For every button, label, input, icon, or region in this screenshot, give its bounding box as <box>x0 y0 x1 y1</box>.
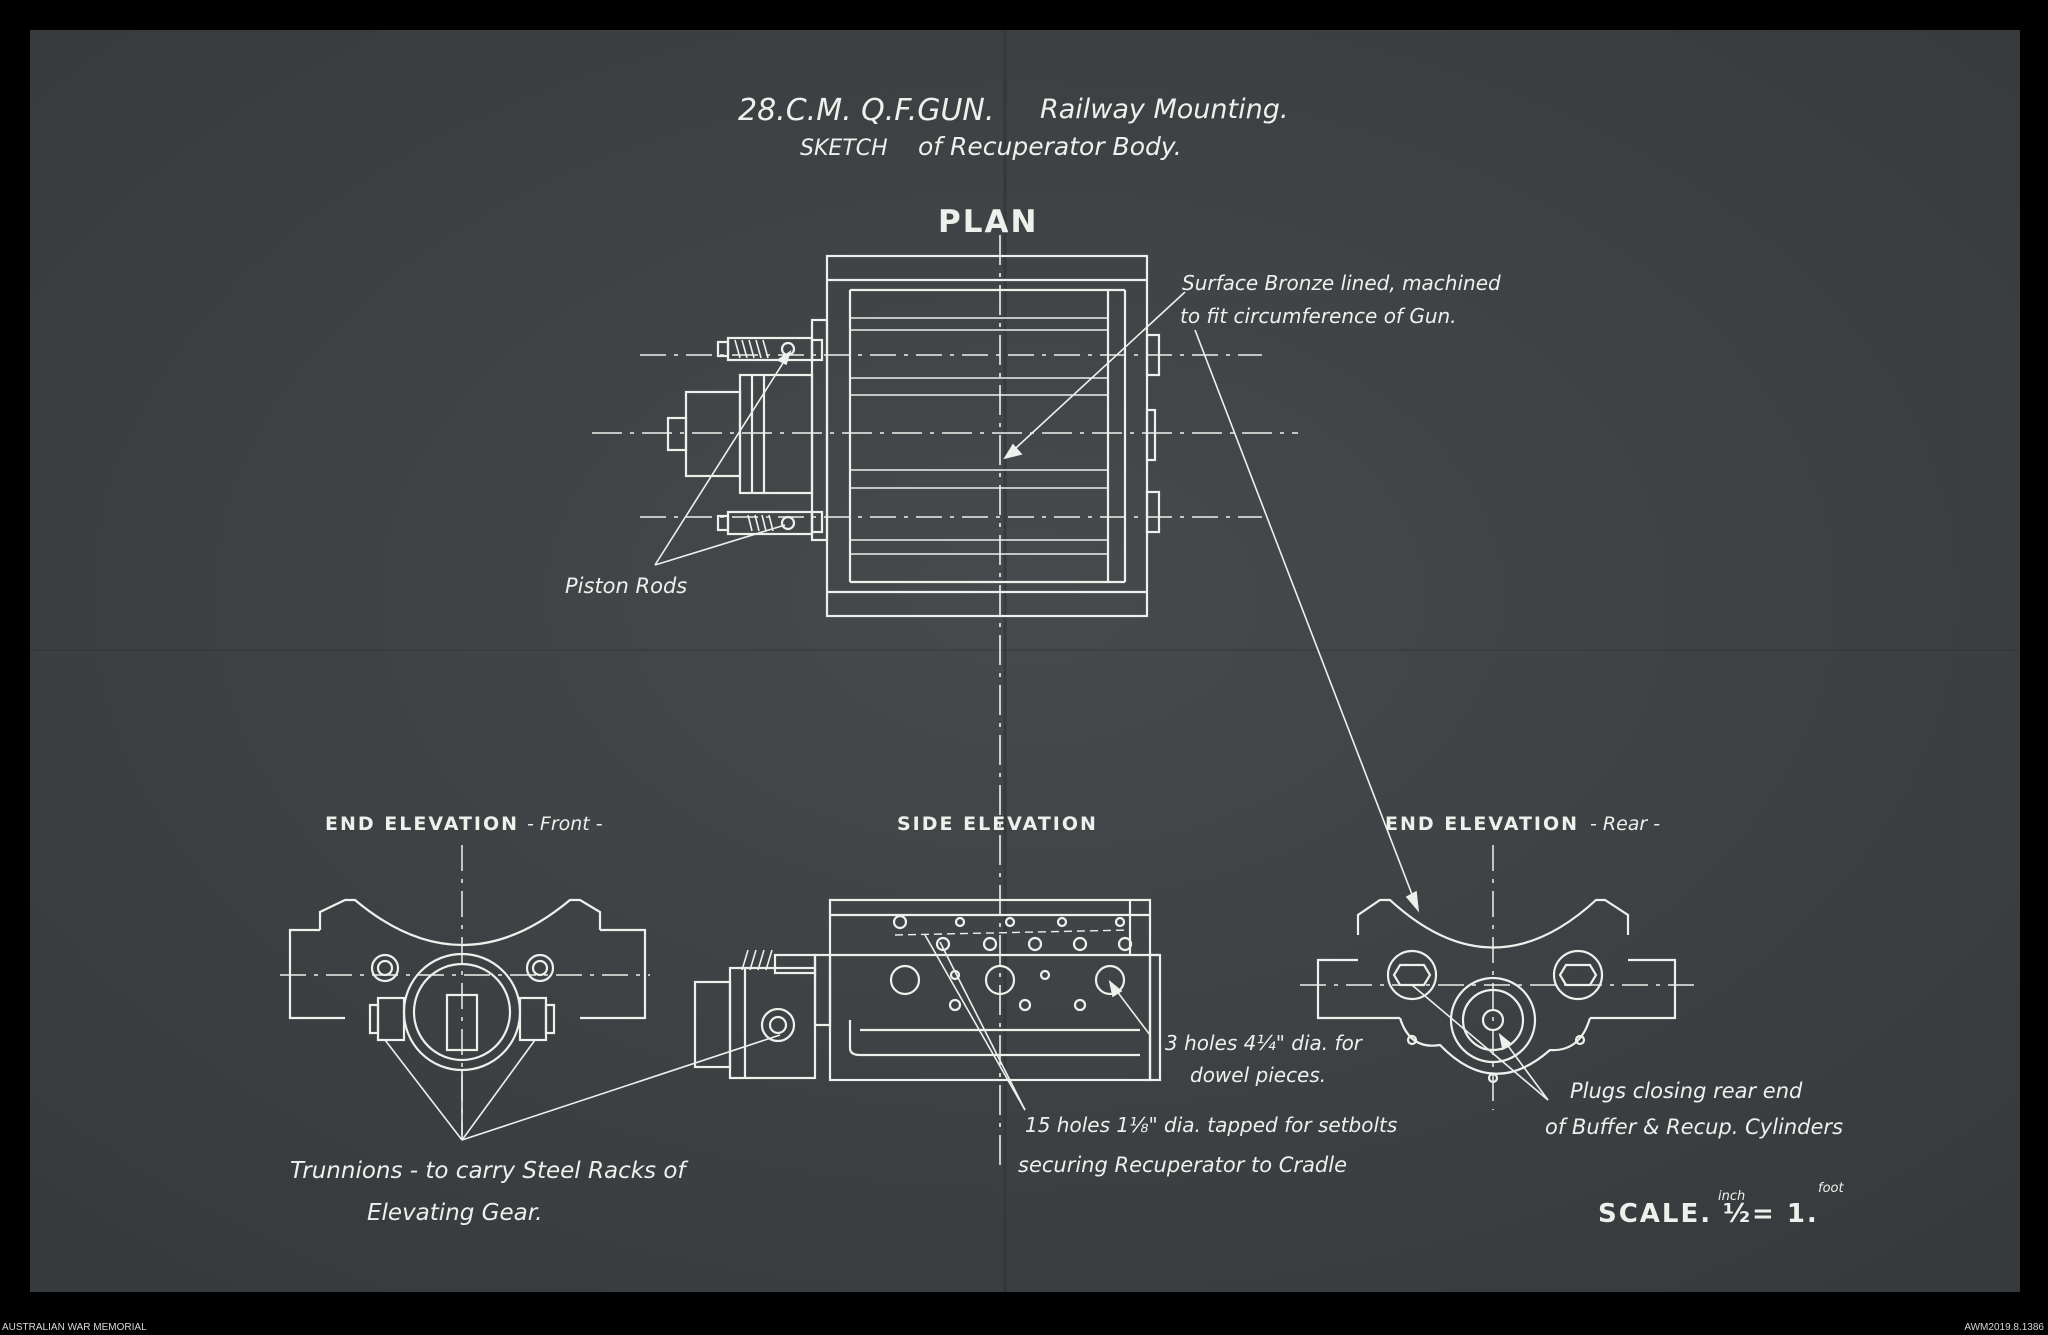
end-front-sub: - Front - <box>527 813 603 835</box>
trunnions-note-line2: Elevating Gear. <box>367 1200 542 1226</box>
scale-equals: = 1. <box>1752 1199 1819 1229</box>
paper <box>30 30 2020 1292</box>
end-rear-label: END ELEVATION <box>1385 813 1579 835</box>
plugs-note-line2: of Buffer & Recup. Cylinders <box>1545 1115 1843 1139</box>
title-mount: Railway Mounting. <box>1040 94 1288 125</box>
dowel-note-line2: dowel pieces. <box>1190 1063 1326 1087</box>
setbolt-note-line1: 15 holes 1⅛" dia. tapped for setbolts <box>1025 1113 1397 1137</box>
surface-leader <box>1003 291 1420 913</box>
end-rear-sub: - Rear - <box>1590 813 1660 835</box>
end-elevation-rear <box>1300 845 1700 1110</box>
side-elevation <box>693 898 1162 1082</box>
piston-rods-note: Piston Rods <box>565 574 687 598</box>
plugs-note-line1: Plugs closing rear end <box>1570 1079 1803 1103</box>
scale-foot: foot <box>1818 1181 1844 1196</box>
plugs-leader <box>1411 984 1549 1101</box>
holes-leaders <box>924 934 1151 1111</box>
piston-rods-leader <box>654 350 792 566</box>
end-elevation-front <box>280 845 650 1135</box>
setbolt-note-line2: securing Recuperator to Cradle <box>1018 1153 1347 1177</box>
credit-right: AWM2019.8.1386 <box>1964 1322 2044 1333</box>
surface-note-line1: Surface Bronze lined, machined <box>1182 271 1501 295</box>
title-gun: 28.C.M. Q.F.GUN. <box>738 93 994 128</box>
end-front-label: END ELEVATION <box>325 813 519 835</box>
scale-prefix: SCALE. ½ <box>1598 1199 1752 1229</box>
trunnions-leader <box>384 1034 781 1141</box>
scale-inch: inch <box>1718 1189 1745 1204</box>
plan-label: PLAN <box>938 204 1038 240</box>
credit-left: AUSTRALIAN WAR MEMORIAL <box>2 1322 147 1333</box>
title-rest: of Recuperator Body. <box>918 132 1182 161</box>
surface-note-line2: to fit circumference of Gun. <box>1180 304 1457 328</box>
side-elevation-label: SIDE ELEVATION <box>897 813 1098 835</box>
dowel-note-line1: 3 holes 4¼" dia. for <box>1165 1031 1364 1055</box>
title-sketch: SKETCH <box>800 136 888 161</box>
trunnions-note-line1: Trunnions - to carry Steel Racks of <box>290 1158 688 1184</box>
plan-view <box>592 235 1298 1170</box>
